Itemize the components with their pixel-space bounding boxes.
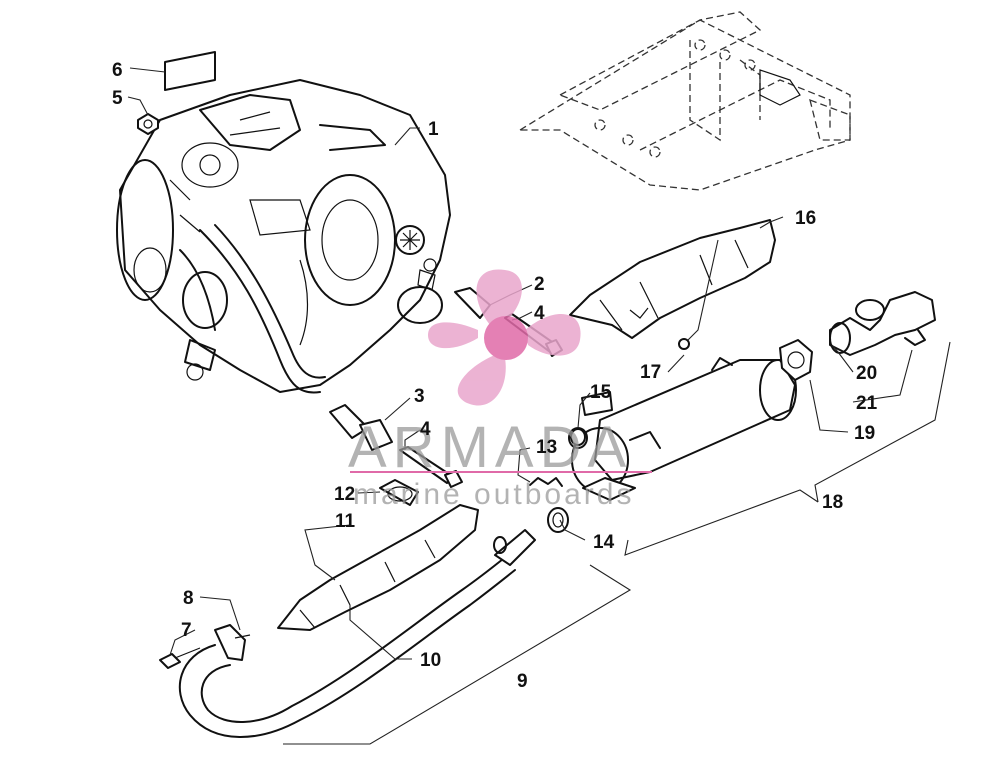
spring-part: [529, 477, 563, 487]
exhaust-pipe: [178, 529, 536, 738]
tailpipe-part: [829, 291, 936, 356]
callout-3: 3: [414, 386, 425, 407]
callout-18: 18: [822, 492, 843, 513]
gasket-part: [779, 339, 813, 381]
decal-part: [164, 51, 216, 91]
callout-11: 11: [335, 511, 356, 532]
gasket-part: [547, 507, 569, 533]
callout-15: 15: [590, 382, 612, 403]
callout-13: 13: [536, 437, 557, 458]
muffler-assembly: [568, 357, 797, 501]
callout-5: 5: [112, 88, 123, 109]
callout-1: 1: [428, 119, 439, 140]
spring-part: [904, 329, 926, 346]
callout-2: 2: [534, 274, 545, 295]
callout-17: 17: [640, 362, 661, 383]
callout-4-lower: 4: [420, 419, 431, 440]
frame-outline: [517, 11, 851, 191]
callout-20: 20: [856, 363, 877, 384]
callout-19: 19: [854, 423, 875, 444]
bolt-part: [159, 647, 201, 669]
armada-logo-icon: [428, 269, 581, 406]
callout-16: 16: [795, 208, 816, 229]
grommet-part: [570, 428, 586, 446]
callout-8: 8: [183, 588, 194, 609]
leader-lines: [127, 67, 951, 745]
callout-4-upper: 4: [534, 303, 545, 324]
watermark-subtitle: marine outboards: [353, 478, 634, 511]
clamp-part: [379, 479, 419, 506]
callout-21: 21: [856, 393, 878, 414]
exhaust-shield: [277, 504, 479, 631]
callout-10: 10: [420, 650, 441, 671]
engine-assembly: [116, 79, 451, 394]
callout-14: 14: [593, 532, 615, 553]
callout-12: 12: [334, 484, 355, 505]
screw-part: [678, 338, 690, 350]
callout-labels: 1 2 3 4 4 5 6 7 8 9 10 11 12 13 14 15 16…: [112, 60, 878, 692]
heat-shield-upper: [569, 219, 776, 339]
callout-6: 6: [112, 60, 123, 81]
watermark-title: ARMADA: [348, 415, 632, 480]
flange-part: [214, 624, 251, 661]
callout-9: 9: [517, 671, 528, 692]
callout-7: 7: [181, 620, 192, 641]
